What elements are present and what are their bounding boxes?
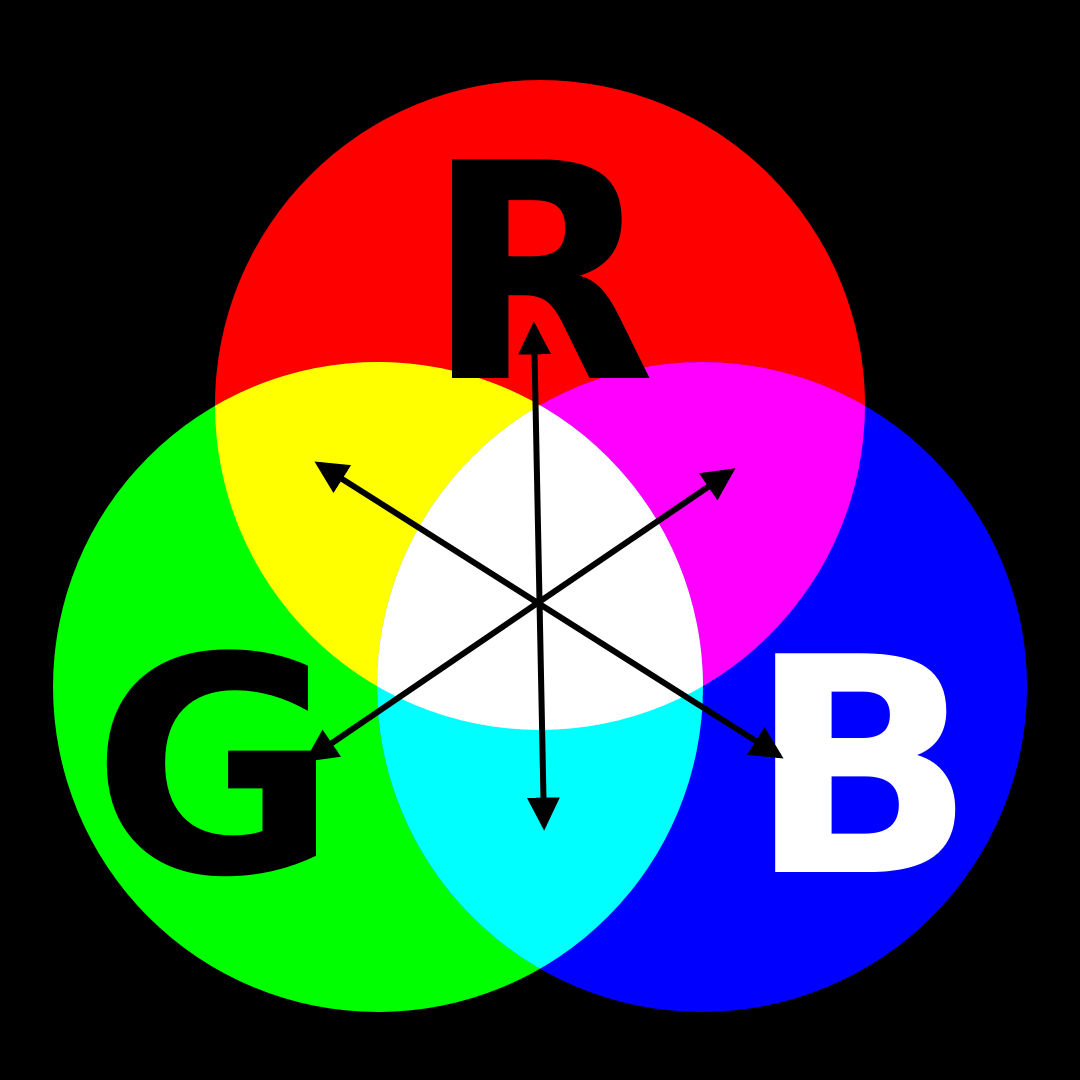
label-g: G bbox=[92, 594, 338, 943]
label-r: R bbox=[424, 100, 655, 449]
label-b: B bbox=[748, 594, 977, 943]
arrow-diagonal-up bbox=[304, 468, 736, 762]
